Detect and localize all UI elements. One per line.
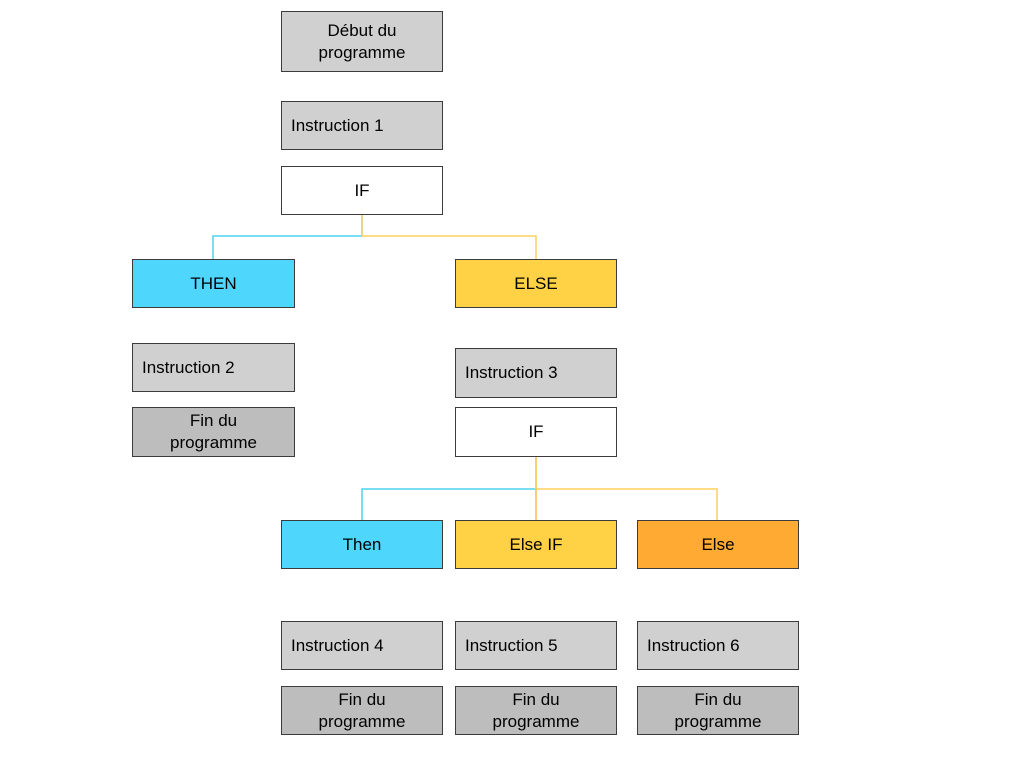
end-program-box-1: Fin du programme — [132, 407, 295, 457]
else-2-box: Else — [637, 520, 799, 569]
end-program-box-3: Fin du programme — [455, 686, 617, 735]
else-1-label: ELSE — [514, 273, 558, 293]
connector-if-1-to-else — [361, 214, 537, 259]
instruction-2-label: Instruction 2 — [142, 357, 235, 377]
if-2-box: IF — [455, 407, 617, 457]
then-2-label: Then — [342, 534, 382, 554]
start-program-box: Début du programme — [281, 11, 443, 72]
else-if-2-box: Else IF — [455, 520, 617, 569]
then-1-label: THEN — [190, 273, 237, 293]
end-program-label-3: Fin du programme — [492, 689, 580, 731]
end-program-box-2: Fin du programme — [281, 686, 443, 735]
connector-if-2-to-then — [361, 456, 537, 520]
instruction-4-label: Instruction 4 — [291, 635, 384, 655]
instruction-6-box: Instruction 6 — [637, 621, 799, 670]
end-program-box-4: Fin du programme — [637, 686, 799, 735]
else-1-box: ELSE — [455, 259, 617, 308]
instruction-1-box: Instruction 1 — [281, 101, 443, 150]
end-program-label-1: Fin du programme — [170, 411, 257, 452]
instruction-3-box: Instruction 3 — [455, 348, 617, 398]
instruction-2-box: Instruction 2 — [132, 343, 295, 392]
start-program-label: Début du programme — [318, 20, 406, 62]
connector-if-1-to-then — [212, 214, 363, 259]
else-2-label: Else — [701, 534, 735, 554]
instruction-5-label: Instruction 5 — [465, 635, 558, 655]
then-2-box: Then — [281, 520, 443, 569]
else-if-2-label: Else IF — [509, 534, 563, 554]
if-2-label: IF — [528, 422, 544, 441]
then-1-box: THEN — [132, 259, 295, 308]
connector-if-2-to-else — [535, 456, 718, 520]
end-program-label-2: Fin du programme — [318, 689, 406, 731]
instruction-4-box: Instruction 4 — [281, 621, 443, 670]
instruction-3-label: Instruction 3 — [465, 363, 558, 382]
instruction-1-label: Instruction 1 — [291, 115, 384, 135]
if-1-label: IF — [354, 180, 370, 200]
end-program-label-4: Fin du programme — [674, 689, 762, 731]
instruction-6-label: Instruction 6 — [647, 635, 740, 655]
instruction-5-box: Instruction 5 — [455, 621, 617, 670]
if-1-box: IF — [281, 166, 443, 215]
